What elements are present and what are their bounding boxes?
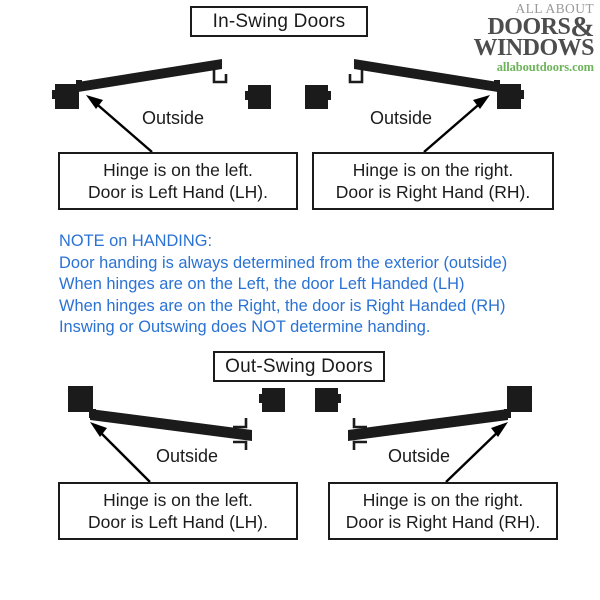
callout-inswing-left-line2: Door is Left Hand (LH). [88,182,268,202]
callout-outswing-left-line2: Door is Left Hand (LH). [88,512,268,532]
callout-outswing-right-line2: Door is Right Hand (RH). [345,512,541,532]
strike-jamb-notch-inswing-left [245,91,249,100]
section-title-in-swing-label: In-Swing Doors [212,10,346,32]
callout-outswing-right-hand: Hinge is on the right. Door is Right Han… [328,482,558,540]
pointer-arrowhead-outswing-left [90,422,107,437]
door-panel-outswing-right [348,409,508,441]
note-heading: NOTE on HANDING: [59,232,213,250]
inswing-left-hand-door-illustration [52,59,271,153]
logo-line-doors: DOORS& [442,12,594,41]
callout-inswing-right-line1: Hinge is on the right. [352,160,514,180]
strike-jamb-notch-outswing-right [337,394,341,403]
door-latch-hardware-top-outswing-right [352,418,367,429]
door-panel-inswing-right [354,59,498,92]
strike-jamb-notch-inswing-right [327,91,331,100]
note-line-4: Inswing or Outswing does NOT determine h… [59,318,431,336]
hinge-jamb-notch-inswing-right [520,90,524,99]
section-title-out-swing-label: Out-Swing Doors [225,355,373,377]
strike-jamb-block-inswing-right [305,85,328,109]
door-panel-outswing-left [90,409,252,441]
logo-text-doors: DOORS [487,13,571,40]
callout-inswing-right-line2: Door is Right Hand (RH). [335,182,531,202]
pointer-arrowhead-inswing-right [473,95,490,109]
hinge-jamb-block-inswing-left [55,84,79,109]
pointer-line-outswing-right [445,427,503,483]
section-title-out-swing: Out-Swing Doors [213,351,385,382]
pointer-line-inswing-left [91,99,153,153]
callout-outswing-right-line1: Hinge is on the right. [362,490,524,510]
callout-outswing-left-hand: Hinge is on the left. Door is Left Hand … [58,482,298,540]
pointer-arrowhead-inswing-left [86,95,103,109]
handing-note-block: NOTE on HANDING: Door handing is always … [59,231,507,339]
note-line-3: When hinges are on the Right, the door i… [59,296,506,315]
strike-jamb-notch-outswing-left [259,394,263,403]
callout-inswing-left-hand: Hinge is on the left. Door is Left Hand … [58,152,298,210]
door-latch-hardware-inswing-right [348,70,364,84]
outside-label-outswing-left: Outside [156,446,219,466]
strike-jamb-block-outswing-left [262,388,285,412]
hinge-jamb-notch-inswing-left [52,90,56,99]
outside-label-inswing-left: Outside [142,108,205,128]
door-panel-inswing-left [78,59,222,92]
inswing-right-hand-door-illustration [305,59,524,153]
hinge-jamb-block-inswing-right [497,84,521,109]
outside-label-outswing-right: Outside [388,446,451,466]
pointer-line-inswing-right [423,99,485,153]
pointer-arrowhead-outswing-right [491,422,508,437]
logo-line-windows: WINDOWS [473,34,594,61]
door-latch-hardware-bottom-outswing-right [352,440,367,450]
section-title-in-swing: In-Swing Doors [190,6,368,37]
door-latch-hardware-inswing-left [212,70,228,84]
callout-inswing-left-line1: Hinge is on the left. [103,160,253,180]
door-latch-hardware-bottom-outswing-left [233,440,248,450]
hinge-jamb-block-outswing-right [507,386,532,412]
outside-label-inswing-right: Outside [370,108,433,128]
logo-line-all-about: ALL ABOUT [515,1,594,16]
note-line-2: When hinges are on the Left, the door Le… [59,275,465,293]
callout-outswing-left-line1: Hinge is on the left. [103,490,253,510]
pointer-line-outswing-left [95,427,151,483]
company-logo: ALL ABOUT DOORS& WINDOWS allaboutdoors.c… [442,2,594,73]
strike-jamb-block-inswing-left [248,85,271,109]
strike-jamb-block-outswing-right [315,388,338,412]
callout-inswing-right-hand: Hinge is on the right. Door is Right Han… [312,152,554,210]
hinge-knuckle-outswing-right [504,409,511,418]
door-latch-hardware-top-outswing-left [233,418,248,429]
outswing-left-hand-door-illustration [68,386,285,483]
note-line-1: Door handing is always determined from t… [59,253,508,272]
logo-ampersand: & [570,10,594,43]
hinge-jamb-block-outswing-left [68,386,93,412]
logo-website-url: allaboutdoors.com [496,59,594,74]
outswing-right-hand-door-illustration [315,386,532,483]
